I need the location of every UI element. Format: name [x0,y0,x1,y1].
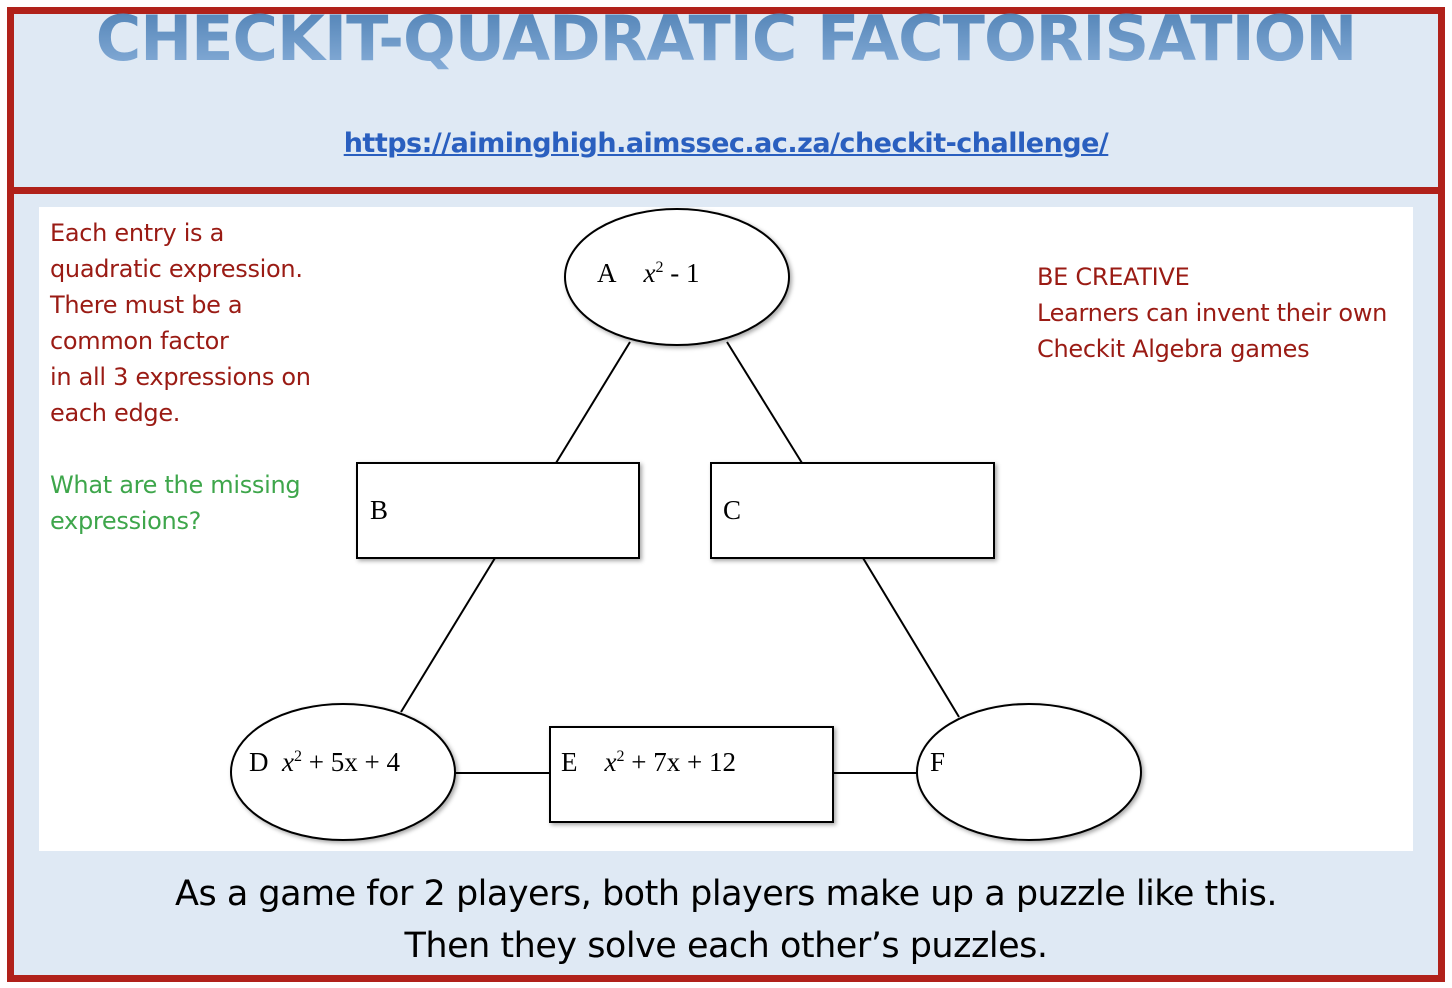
instructions: Each entry is a quadratic expression. Th… [50,215,311,431]
node-f-text: F [930,747,946,777]
node-d-text: D x2 + 5x + 4 [249,747,400,778]
footer-line: As a game for 2 players, both players ma… [175,874,1277,914]
edge-a-c [726,341,803,464]
expr-exp: 2 [293,748,302,765]
expr-exp: 2 [655,259,664,276]
instruction-line: common factor [50,327,229,355]
instruction-line: in all 3 expressions on [50,363,311,391]
node-f [916,703,1142,841]
question-line: What are the missing [50,471,301,499]
node-label: D [249,747,269,777]
question: What are the missing expressions? [50,467,301,539]
node-c [710,462,995,559]
creative-line: Checkit Algebra games [1037,335,1310,363]
node-d [230,703,456,841]
expr-var: x [643,258,656,288]
challenge-link[interactable]: https://aiminghigh.aimssec.ac.za/checkit… [343,128,1109,159]
creative-line: BE CREATIVE [1037,263,1190,291]
edge-b-d [400,557,496,713]
expr-exp: 2 [616,748,625,765]
node-e-text: E x2 + 7x + 12 [561,747,736,778]
instruction-line: quadratic expression. [50,255,303,283]
expr-var: x [282,747,294,777]
node-a-text: A x2 - 1 [597,258,699,289]
expr-var: x [604,747,617,777]
footer-text: As a game for 2 players, both players ma… [0,868,1452,972]
node-e [549,726,834,823]
edge-c-f [862,557,960,718]
be-creative: BE CREATIVE Learners can invent their ow… [1037,259,1387,367]
instruction-line: There must be a [50,291,243,319]
node-label: A [597,258,617,288]
expr-rest: - 1 [663,258,700,288]
node-b-text: B [370,495,389,525]
node-b [356,462,640,559]
edge-a-b [555,341,631,464]
node-label: E [561,747,578,777]
instruction-line: Each entry is a [50,219,225,247]
question-line: expressions? [50,507,202,535]
node-a [564,208,790,346]
node-c-text: C [723,495,742,525]
expr-rest: + 7x + 12 [624,747,736,777]
expr-rest: + 5x + 4 [301,747,400,777]
page-title: CHECKIT-QUADRATIC FACTORISATION [0,2,1452,75]
footer-line: Then they solve each other’s puzzles. [404,926,1048,966]
instruction-line: each edge. [50,399,181,427]
creative-line: Learners can invent their own [1037,299,1388,327]
